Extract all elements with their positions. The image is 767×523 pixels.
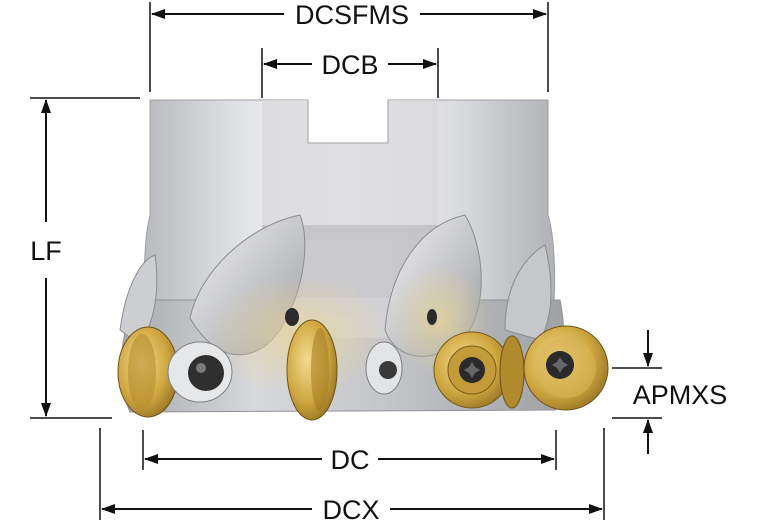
cutter-body [119, 99, 565, 413]
label-dc: DC [331, 445, 370, 475]
screw-middle [379, 361, 397, 379]
label-dcx: DCX [322, 495, 379, 523]
insert-front-side [499, 335, 525, 409]
torx-icon-right [552, 357, 568, 373]
screw-left-highlight [196, 363, 206, 373]
coolant-hole-right [427, 309, 437, 325]
coolant-hole-left [285, 308, 299, 326]
flute-far-right [504, 244, 552, 341]
inserts [117, 319, 609, 421]
screw-left [188, 355, 224, 391]
insert-far-left-rim [128, 334, 156, 410]
insert-middle-rim [311, 328, 329, 412]
keyway-slot [307, 100, 389, 144]
label-lf: LF [30, 236, 62, 266]
label-apmxs: APMXS [633, 380, 728, 410]
label-dcb: DCB [321, 50, 378, 80]
label-dcsfms: DCSFMS [295, 0, 409, 30]
torx-icon [464, 362, 480, 378]
dimensions: DCSFMS DCB LF APMXS DC DCX [30, 0, 727, 523]
